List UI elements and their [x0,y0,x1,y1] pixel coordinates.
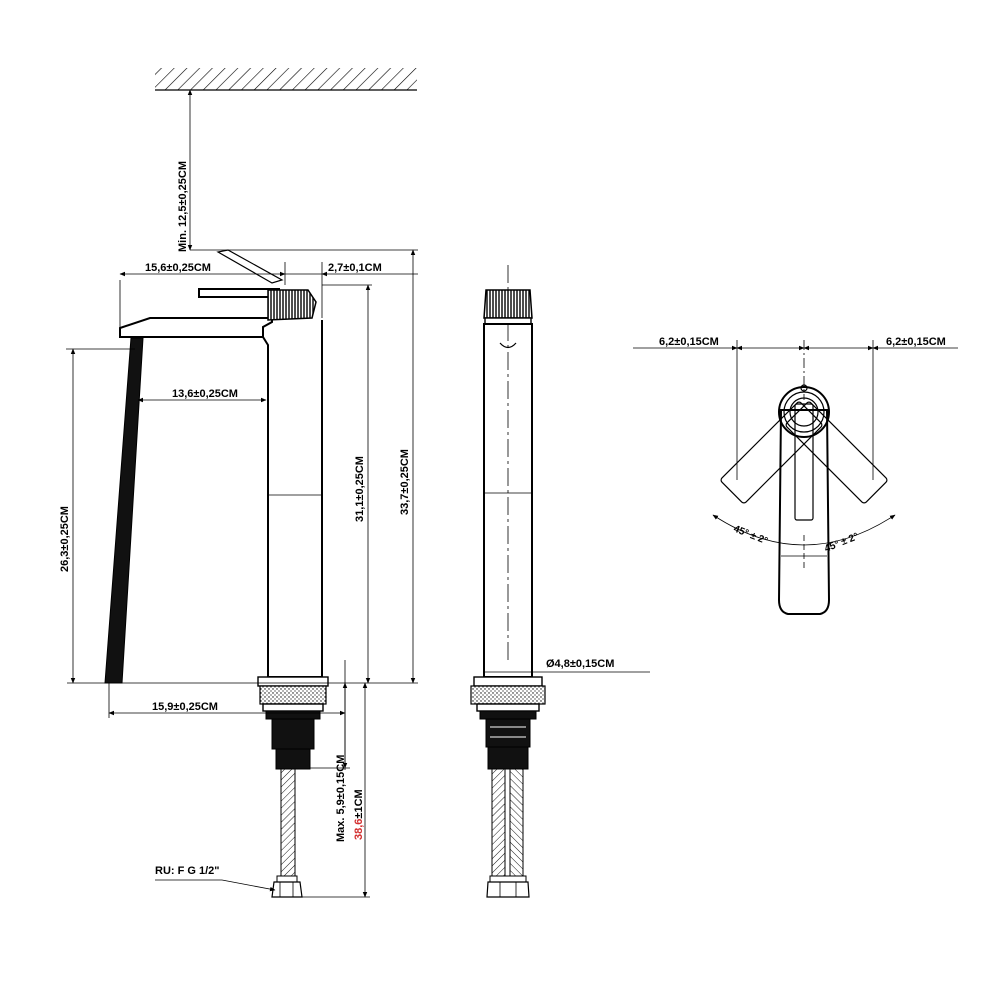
clearance-dimension: Min. 12,5±0,25CM [177,161,189,252]
handle-offset-dimension: 2,7±0,1CM [328,262,382,274]
lever-center [777,409,831,615]
handle-knurl [267,289,317,321]
supply-hose [280,768,296,878]
spout-height-dimension: 26,3±0,25CM [59,506,71,572]
top-right-width-dimension: 6,2±0,15CM [886,336,946,348]
water-stream [104,337,144,684]
connector-label: RU: F G 1/2" [155,865,220,877]
base-reach-dimension: 15,9±0,25CM [152,701,218,713]
hose-length-unit: ±1CM [353,789,365,818]
handle-cap [198,288,280,298]
top-left-width-dimension: 6,2±0,15CM [659,336,719,348]
diameter-dimension: Ø4,8±0,15CM [546,658,614,670]
lever-right-rotated [785,401,888,504]
svg-text:38,6±1CM: 38,6±1CM [353,789,365,840]
side-view: Min. 12,5±0,25CM 15,6±0,25CM [59,68,418,898]
ceiling-hatch [155,68,417,91]
lever-left-rotated [720,401,823,504]
total-height-dimension: 33,7±0,25CM [399,449,411,515]
top-view: 6,2±0,15CM 6,2±0,15CM 45° ± 2° 45° ± 2° [633,336,958,615]
spout-length-dimension: 15,6±0,25CM [145,262,211,274]
front-view: Ø4,8±0,15CM [470,265,650,898]
inner-reach-dimension: 13,6±0,25CM [172,388,238,400]
spout [119,317,273,338]
hose-length-value: 38,6 [353,819,365,840]
front-handle-knurl [483,289,533,319]
body-height-dimension: 31,1±0,25CM [354,456,366,522]
angle-left-dimension: 45° ± 2° [732,524,769,548]
shank-length-dimension: Max. 5,9±0,15CM [335,755,347,842]
